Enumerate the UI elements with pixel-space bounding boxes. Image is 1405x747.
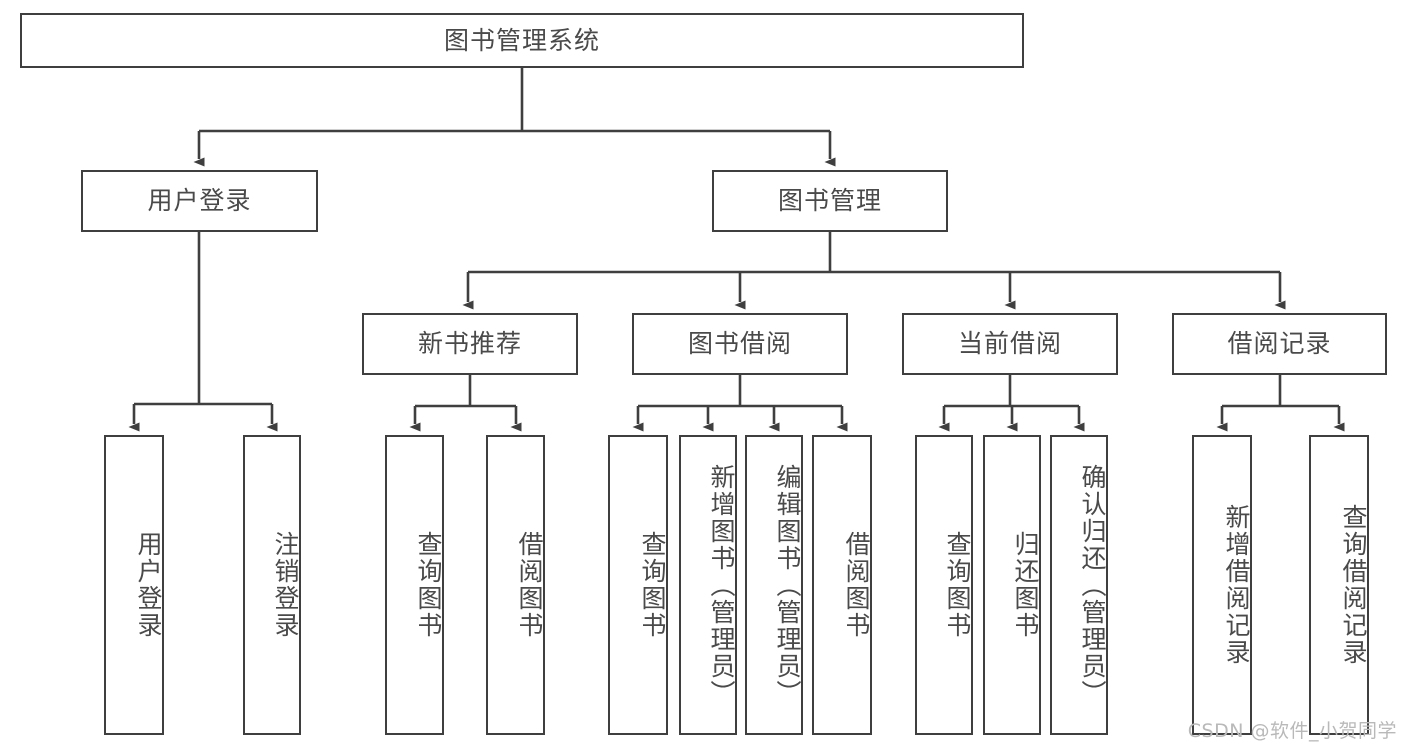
leaf-add-borrow-record[interactable]: 新增借阅记录 bbox=[1192, 435, 1252, 735]
leaf-confirm-return-admin-label: 确认归还（管理员） bbox=[1078, 463, 1107, 707]
leaf-confirm-return-admin[interactable]: 确认归还（管理员） bbox=[1050, 435, 1108, 735]
node-new-book-recommend[interactable]: 新书推荐 bbox=[362, 313, 578, 375]
leaf-query-book-borrow[interactable]: 查询图书 bbox=[608, 435, 668, 735]
leaf-edit-book-admin[interactable]: 编辑图书（管理员） bbox=[745, 435, 803, 735]
node-new-book-recommend-label: 新书推荐 bbox=[417, 329, 522, 359]
node-root[interactable]: 图书管理系统 bbox=[20, 13, 1024, 68]
node-book-management-label: 图书管理 bbox=[777, 186, 882, 216]
leaf-borrow-book[interactable]: 借阅图书 bbox=[812, 435, 872, 735]
leaf-add-borrow-record-label: 新增借阅记录 bbox=[1222, 504, 1251, 666]
node-user-login[interactable]: 用户登录 bbox=[81, 170, 318, 232]
leaf-query-book-recommend-label: 查询图书 bbox=[414, 531, 443, 639]
leaf-user-login[interactable]: 用户登录 bbox=[104, 435, 164, 735]
leaf-query-borrow-record-label: 查询借阅记录 bbox=[1339, 504, 1368, 666]
node-user-login-label: 用户登录 bbox=[147, 186, 252, 216]
leaf-return-book-label: 归还图书 bbox=[1011, 531, 1040, 639]
node-borrow-record-label: 借阅记录 bbox=[1227, 329, 1332, 359]
leaf-query-book-borrow-label: 查询图书 bbox=[638, 531, 667, 639]
leaf-query-borrow-record[interactable]: 查询借阅记录 bbox=[1309, 435, 1369, 735]
node-root-label: 图书管理系统 bbox=[443, 25, 600, 55]
node-current-borrow[interactable]: 当前借阅 bbox=[902, 313, 1118, 375]
node-borrow-record[interactable]: 借阅记录 bbox=[1172, 313, 1387, 375]
leaf-borrow-book-recommend-label: 借阅图书 bbox=[515, 531, 544, 639]
watermark: CSDN @软件_小贺同学 bbox=[1187, 720, 1397, 742]
node-book-management[interactable]: 图书管理 bbox=[712, 170, 948, 232]
leaf-add-book-admin-label: 新增图书（管理员） bbox=[707, 463, 736, 707]
leaf-query-book-recommend[interactable]: 查询图书 bbox=[385, 435, 444, 735]
leaf-borrow-book-label: 借阅图书 bbox=[842, 531, 871, 639]
leaf-logout-label: 注销登录 bbox=[271, 531, 300, 639]
leaf-add-book-admin[interactable]: 新增图书（管理员） bbox=[679, 435, 737, 735]
leaf-return-book[interactable]: 归还图书 bbox=[983, 435, 1041, 735]
node-book-borrow-label: 图书借阅 bbox=[687, 329, 792, 359]
node-book-borrow[interactable]: 图书借阅 bbox=[632, 313, 848, 375]
leaf-edit-book-admin-label: 编辑图书（管理员） bbox=[773, 463, 802, 707]
leaf-user-login-label: 用户登录 bbox=[134, 531, 163, 639]
leaf-query-book-current-label: 查询图书 bbox=[943, 531, 972, 639]
node-current-borrow-label: 当前借阅 bbox=[957, 329, 1062, 359]
leaf-borrow-book-recommend[interactable]: 借阅图书 bbox=[486, 435, 545, 735]
leaf-logout[interactable]: 注销登录 bbox=[243, 435, 301, 735]
leaf-query-book-current[interactable]: 查询图书 bbox=[915, 435, 973, 735]
